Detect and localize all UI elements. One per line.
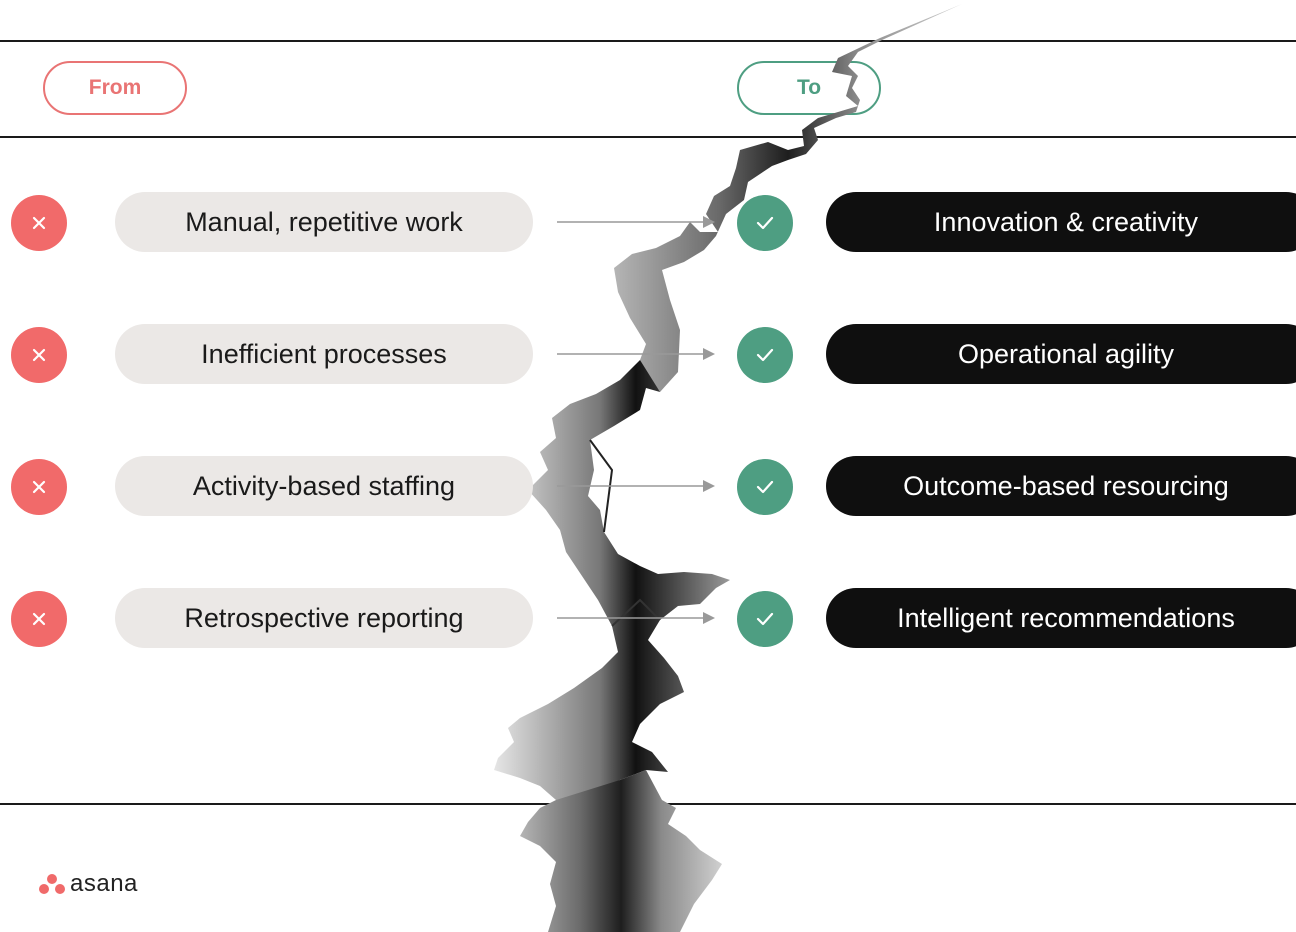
transition-row: Retrospective reporting Intelligent reco… — [0, 588, 1296, 650]
header-bottom-divider — [0, 136, 1296, 138]
logo-wordmark: asana — [70, 870, 138, 897]
crack-segment-middle — [494, 360, 730, 800]
arrow-right-icon — [557, 216, 715, 228]
check-icon — [737, 591, 793, 647]
from-item-label: Manual, repetitive work — [185, 206, 463, 237]
check-icon — [737, 327, 793, 383]
from-item-label: Activity-based staffing — [192, 470, 456, 501]
arrow-right-icon — [557, 480, 715, 492]
to-header-pill: To — [737, 61, 881, 115]
to-item-label: Operational agility — [957, 338, 1175, 369]
check-icon — [737, 459, 793, 515]
to-item-label: Intelligent recommendations — [897, 602, 1235, 633]
to-item: Intelligent recommendations — [826, 588, 1296, 648]
to-item: Outcome-based resourcing — [826, 456, 1296, 516]
x-icon — [11, 459, 67, 515]
x-icon — [11, 327, 67, 383]
crack-segment-bottom — [520, 770, 722, 932]
from-item: Manual, repetitive work — [115, 192, 533, 252]
from-item: Retrospective reporting — [115, 588, 533, 648]
from-header-pill: From — [43, 61, 187, 115]
check-icon — [737, 195, 793, 251]
transition-row: Manual, repetitive work Innovation & cre… — [0, 192, 1296, 254]
from-item-label: Inefficient processes — [201, 338, 447, 369]
footer-divider — [0, 803, 1296, 805]
to-item-label: Innovation & creativity — [933, 206, 1199, 237]
transition-row: Activity-based staffing Outcome-based re… — [0, 456, 1296, 518]
transition-row: Inefficient processes Operational agilit… — [0, 324, 1296, 386]
from-item-label: Retrospective reporting — [184, 602, 464, 633]
from-item: Inefficient processes — [115, 324, 533, 384]
from-header-label: From — [88, 76, 142, 99]
arrow-right-icon — [557, 348, 715, 360]
to-item: Innovation & creativity — [826, 192, 1296, 252]
arrow-right-icon — [557, 612, 715, 624]
to-item: Operational agility — [826, 324, 1296, 384]
x-icon — [11, 591, 67, 647]
to-header-label: To — [796, 76, 822, 99]
to-item-label: Outcome-based resourcing — [903, 470, 1229, 501]
from-item: Activity-based staffing — [115, 456, 533, 516]
asana-logo: asana — [38, 870, 138, 898]
asana-dots-icon — [39, 874, 65, 894]
x-icon — [11, 195, 67, 251]
header-top-divider — [0, 40, 1296, 42]
